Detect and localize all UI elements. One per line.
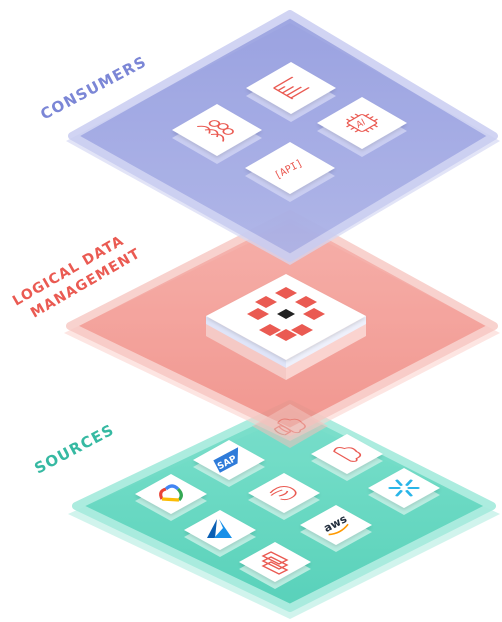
ai-chip-icon xyxy=(345,113,379,133)
consumers-layer xyxy=(66,10,500,265)
tile-sap: SAP xyxy=(193,440,265,487)
snowflake-logo xyxy=(388,479,420,497)
tile-cloud xyxy=(311,434,383,481)
sources-label: SOURCES xyxy=(31,420,117,477)
tile-ai: AI xyxy=(317,97,407,157)
tile-users xyxy=(172,104,262,164)
tile-database-elephant xyxy=(248,473,320,520)
logical-data-management-logo xyxy=(247,287,325,341)
tile-aws: aws xyxy=(300,505,372,552)
cloud-database-icon xyxy=(273,418,306,436)
tile-cloud-database xyxy=(252,404,328,448)
tile-api: [API] xyxy=(245,142,335,202)
ai-chip-text: AI xyxy=(355,118,367,131)
cloud-icon xyxy=(333,447,362,462)
stacked-layers-icon xyxy=(261,551,289,575)
bar-chart-icon xyxy=(273,76,310,100)
tile-azure xyxy=(184,510,256,557)
azure-logo xyxy=(207,519,232,538)
tile-stacked-layers xyxy=(239,542,311,589)
google-cloud-logo xyxy=(159,484,183,502)
tile-snowflake xyxy=(368,468,440,515)
tile-bar-chart xyxy=(246,62,336,122)
tile-google-cloud xyxy=(135,474,207,521)
users-icon xyxy=(197,120,234,142)
database-elephant-icon xyxy=(269,486,297,501)
tile-logical-data-management xyxy=(206,274,366,380)
